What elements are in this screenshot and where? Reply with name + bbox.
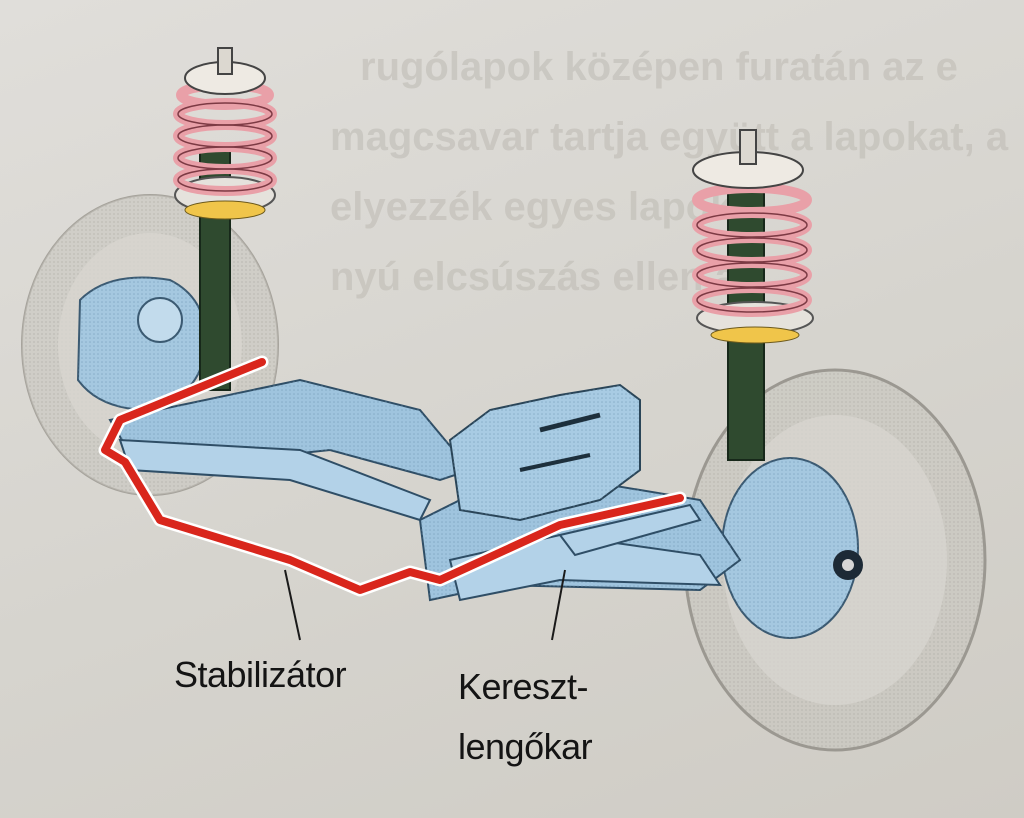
- right-wheel-hub: [721, 457, 863, 639]
- stabilizer-label: Stabilizátor: [174, 654, 347, 695]
- steering-gear: [448, 383, 641, 522]
- background-text-line-2: magcsavar tartja együtt a lapokat, a: [330, 115, 1009, 159]
- cross-arm-label-line-1: Kereszt-: [458, 666, 589, 707]
- background-text-line-1: rugólapok középen furatán az e: [360, 45, 958, 89]
- leader-lines: [284, 569, 566, 641]
- right-strut: [692, 129, 814, 461]
- background-text: rugólapok középen furatán az e magcsavar…: [330, 45, 1009, 299]
- stabilizer-bar: [98, 355, 687, 597]
- leader-line-stabilizer: [284, 569, 301, 641]
- left-wheel-hub: [76, 276, 207, 412]
- left-strut: [173, 47, 277, 391]
- background-text-line-4: nyú elcsúszás ellen a: [330, 255, 738, 299]
- cross-arm-label-line-2: lengőkar: [458, 726, 593, 767]
- leader-line-cross-arm: [551, 569, 566, 641]
